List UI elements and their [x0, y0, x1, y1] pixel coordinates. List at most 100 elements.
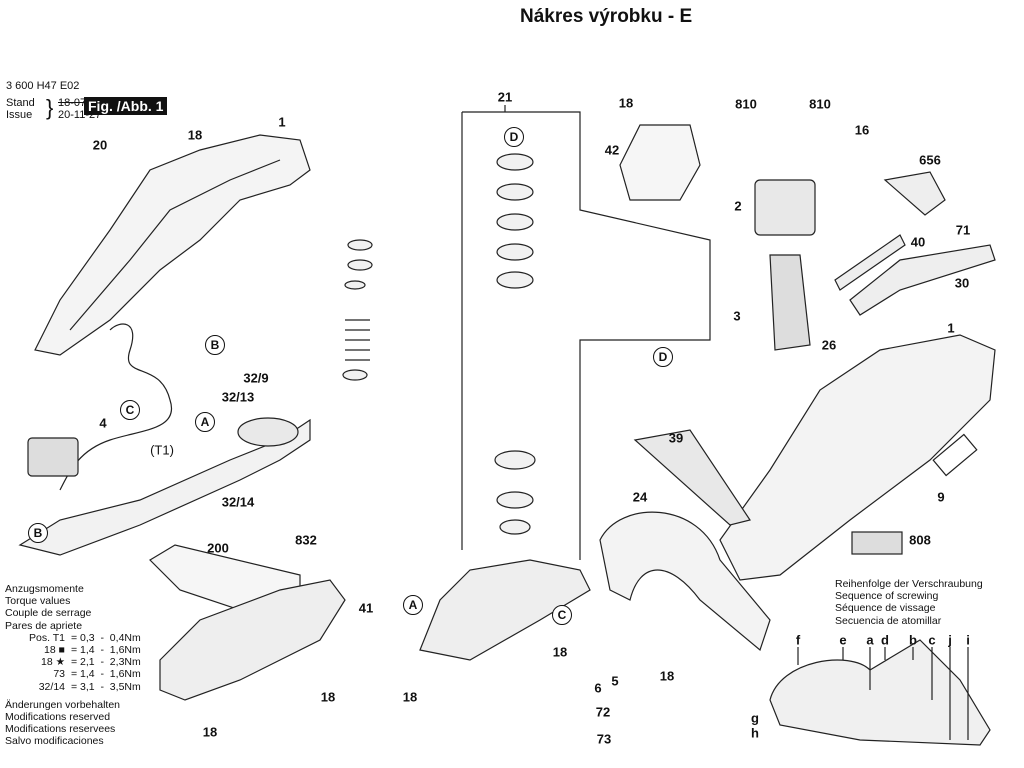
- part-label: 2: [734, 198, 742, 214]
- callout-marker: C: [552, 605, 572, 625]
- stand-label: Stand: [6, 97, 35, 109]
- sequence-heading: Reihenfolge der Verschraubung: [835, 578, 983, 590]
- stand-value: 18-07: [58, 97, 87, 109]
- part-label: 32/9: [243, 370, 269, 386]
- brace: }: [46, 95, 54, 120]
- bearing-stack: [342, 153, 536, 535]
- sequence-heading: Sequence of screwing: [835, 590, 939, 603]
- callout-marker: B: [28, 523, 48, 543]
- part-label: 26: [821, 337, 837, 353]
- part-label: 30: [954, 275, 970, 291]
- blade: [18, 418, 311, 556]
- torque-heading: Anzugsmomente: [5, 583, 84, 595]
- switch-4: [27, 437, 79, 477]
- part-label: 4: [99, 415, 107, 431]
- part-label: 18: [618, 95, 634, 111]
- part-label: 18: [659, 668, 675, 684]
- sequence-letter: b: [909, 632, 917, 648]
- part-label: 810: [735, 96, 757, 112]
- torque-row: 18 ■= 1,4 - 1,6Nm: [44, 644, 141, 657]
- torque-row: 73= 1,4 - 1,6Nm: [53, 668, 141, 681]
- callout-marker: A: [403, 595, 423, 615]
- sequence-letter: d: [881, 632, 889, 648]
- part-label: 18: [320, 689, 336, 705]
- assembled-tool: [769, 639, 991, 746]
- modification-note: Modifications reserved: [5, 711, 111, 724]
- part-label: 24: [632, 489, 648, 505]
- sequence-heading: Secuencia de atomillar: [835, 614, 942, 627]
- modification-note: Änderungen vorbehalten: [5, 698, 121, 711]
- sequence-letter: g: [751, 710, 759, 726]
- part-label: 832: [295, 532, 317, 548]
- sequence-letter: i: [966, 632, 970, 648]
- spring: [345, 319, 370, 361]
- sequence-letter: f: [795, 632, 801, 648]
- cover-30: [849, 244, 996, 316]
- torque-heading: Torque values: [5, 595, 71, 608]
- part-label: 40: [910, 234, 926, 250]
- part-label: 1: [947, 320, 955, 336]
- torque-heading: Couple de serrage: [5, 607, 92, 620]
- part-label: 656: [919, 152, 941, 168]
- part-label: 71: [955, 222, 971, 238]
- housing-right: [719, 334, 996, 581]
- gear-disc: [237, 417, 299, 447]
- label-9: [932, 433, 978, 477]
- part-label: 18: [187, 127, 203, 143]
- callout-marker: C: [120, 400, 140, 420]
- stator: [754, 179, 816, 236]
- sequence-heading: Séquence de vissage: [835, 602, 936, 615]
- torque-values: Anzugsmomente Torque values Couple de se…: [5, 583, 141, 748]
- switch-lever-656: [883, 171, 946, 216]
- part-label: 9: [937, 489, 945, 505]
- part-label: 1: [278, 114, 286, 130]
- part-label: 18: [202, 724, 218, 740]
- part-label: 41: [358, 600, 374, 616]
- part-label: 21: [497, 89, 513, 105]
- part-label: 18: [552, 644, 568, 660]
- sequence-letter: e: [839, 632, 847, 648]
- cable: [59, 323, 173, 491]
- modification-note: Modifications reservees: [5, 723, 116, 736]
- housing-half-upper: [34, 134, 311, 356]
- label-808: [851, 531, 903, 555]
- housing-lower: [159, 579, 346, 701]
- front-handle: [599, 511, 771, 652]
- torque-row: 18 ★= 2,1 - 2,3Nm: [40, 656, 141, 669]
- torque-row: 32/14= 3,1 - 3,5Nm: [38, 680, 141, 693]
- issue-label: Issue: [6, 109, 33, 121]
- callout-marker: A: [195, 412, 215, 432]
- gearbox-housing: [419, 559, 591, 661]
- part-label: 810: [809, 96, 831, 112]
- page-title: Nákres výrobku - E: [520, 6, 693, 27]
- part-label: 808: [909, 532, 931, 548]
- torque-heading: Pares de apriete: [5, 619, 83, 632]
- figure-label: Fig. /Abb. 1: [84, 97, 168, 115]
- part-label: 18: [402, 689, 418, 705]
- part-label: 5: [611, 673, 619, 689]
- part-label: 3: [733, 308, 741, 324]
- armature: [769, 254, 811, 351]
- part-label: 32/13: [221, 389, 255, 405]
- sequence-letter: a: [866, 632, 874, 648]
- air-grille: [633, 429, 751, 526]
- callout-marker: B: [205, 335, 225, 355]
- torque-row: Pos. T1= 0,3 - 0,4Nm: [29, 631, 141, 644]
- lever-40: [834, 234, 906, 291]
- part-label: (T1): [150, 442, 174, 458]
- callout-marker: D: [653, 347, 673, 367]
- part-label: 39: [668, 430, 684, 446]
- part-label: 73: [596, 731, 612, 747]
- part-label: 16: [854, 122, 870, 138]
- part-label: 200: [207, 540, 229, 556]
- part-label: 32/14: [221, 494, 255, 510]
- part-label: 42: [604, 142, 620, 158]
- screwing-sequence: Reihenfolge der Verschraubung Sequence o…: [835, 578, 983, 627]
- modification-note: Salvo modificaciones: [5, 735, 104, 748]
- part-label: 6: [594, 680, 602, 696]
- drawing-code: 3 600 H47 E02: [6, 80, 80, 92]
- sequence-letter: c: [928, 632, 936, 648]
- part-label: 72: [595, 704, 611, 720]
- sequence-letter: j: [948, 632, 952, 648]
- sequence-letter: h: [751, 725, 759, 741]
